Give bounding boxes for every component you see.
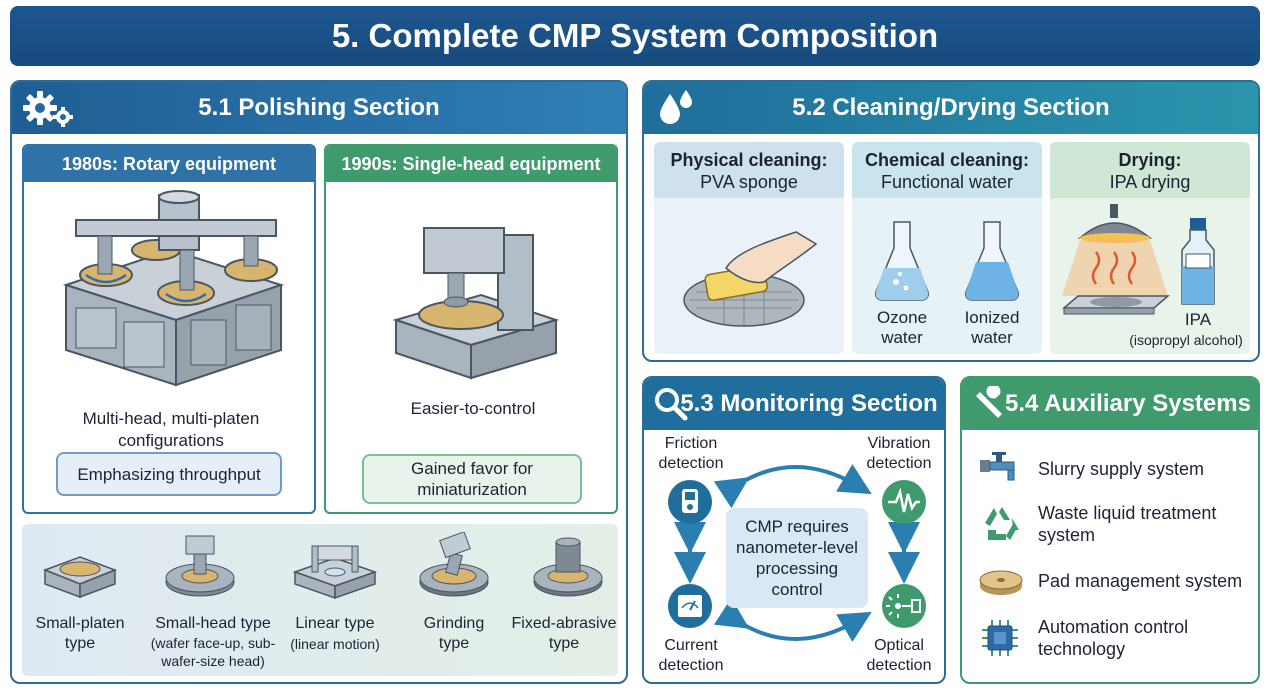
water-drops-icon (660, 90, 692, 124)
single-head-card: 1990s: Single-head equipment Easier-to-c… (324, 144, 618, 514)
cleaning-title: 5.2 Cleaning/Drying Section (792, 94, 1110, 121)
auxiliary-panel: 5.4 Auxiliary Systems Slurry supply syst… (960, 376, 1260, 684)
magnifier-icon (655, 388, 688, 421)
current-detection-label: Current detection (658, 637, 724, 674)
pva-sponge-illustration (683, 231, 818, 327)
polishing-header: 5.1 Polishing Section (12, 82, 626, 134)
linear-type-icon (292, 545, 378, 600)
small-platen-icon (42, 556, 118, 599)
optical-detection-label: Optical detection (866, 637, 932, 674)
ionized-water-label: Ionized water (964, 308, 1020, 347)
chip-icon (982, 620, 1018, 656)
page-title: 5. Complete CMP System Composition (10, 6, 1260, 66)
monitoring-title: 5.3 Monitoring Section (680, 390, 938, 417)
physical-cleaning-card: Physical cleaning: PVA sponge (654, 142, 844, 354)
vibration-detection-label: Vibration detection (866, 435, 932, 472)
single-head-machine-illustration (392, 227, 560, 380)
chemical-cleaning-title: Chemical cleaning: (864, 150, 1030, 170)
ozone-flask-icon (874, 221, 930, 301)
polishing-panel: 5.1 Polishing Section 1980s: Rotary equi… (10, 80, 628, 684)
ipa-label: IPA (1184, 310, 1212, 329)
drying-subtitle: IPA drying (1109, 172, 1191, 192)
physical-cleaning-subtitle: PVA sponge (700, 172, 798, 192)
monitoring-header: 5.3 Monitoring Section (644, 378, 944, 430)
aux-item-pad: Pad management system (1038, 571, 1243, 591)
small-head-icon (165, 535, 235, 597)
small-head-label: Small-head type (wafer face-up, sub-wafe… (150, 615, 276, 669)
current-meter-icon (668, 584, 712, 628)
aux-item-waste: Waste liquid treatment system (1038, 503, 1217, 545)
drying-card: Drying: IPA drying IPA (isopropyl alcoho… (1050, 142, 1250, 354)
rotary-callout: Emphasizing throughput (56, 452, 282, 496)
ipa-sub-label: (isopropyl alcohol) (1129, 332, 1243, 348)
linear-type-label: Linear type (linear motion) (290, 615, 380, 652)
rotary-header: 1980s: Rotary equipment (24, 146, 314, 182)
vibration-sensor-icon (882, 480, 926, 524)
polishing-types-strip: Small-platen type Small-head type (wafer… (22, 524, 618, 676)
physical-cleaning-title: Physical cleaning: (670, 150, 828, 170)
gears-icon (23, 91, 73, 127)
chemical-cleaning-subtitle: Functional water (880, 172, 1014, 192)
small-platen-label: Small-platen type (35, 615, 125, 652)
fixed-abrasive-label: Fixed-abrasive type (511, 615, 617, 652)
friction-detection-label: Friction detection (658, 435, 724, 472)
fixed-abrasive-icon (533, 537, 603, 597)
aux-item-slurry: Slurry supply system (1038, 459, 1205, 479)
rotary-card: 1980s: Rotary equipment Multi-head, mult… (22, 144, 316, 514)
polishing-title: 5.1 Polishing Section (198, 94, 440, 121)
cleaning-panel: 5.2 Cleaning/Drying Section Physical cle… (642, 80, 1260, 362)
friction-sensor-icon (668, 480, 712, 524)
heat-lamp-illustration (1061, 204, 1171, 315)
monitoring-center-box: CMP requires nanometer-level processing … (726, 508, 868, 608)
tools-icon (976, 386, 1002, 418)
aux-item-automation: Automation control technology (1038, 617, 1189, 659)
ipa-bottle-icon (1181, 218, 1215, 305)
grinding-type-label: Grinding type (423, 615, 485, 652)
single-head-callout: Gained favor for miniaturization (362, 454, 582, 504)
auxiliary-title: 5.4 Auxiliary Systems (1005, 390, 1251, 417)
recycle-icon (985, 507, 1019, 540)
monitoring-panel: 5.3 Monitoring Section Friction detectio… (642, 376, 946, 684)
optical-sensor-icon (882, 584, 926, 628)
chemical-cleaning-card: Chemical cleaning: Functional water Ozon… (852, 142, 1042, 354)
rotary-machine-illustration (62, 190, 285, 387)
rotary-caption: Multi-head, multi-platen configurations (82, 409, 260, 450)
monitoring-cycle-arrows (674, 464, 920, 642)
auxiliary-header: 5.4 Auxiliary Systems (962, 378, 1258, 430)
grinding-type-icon (419, 532, 489, 597)
ionized-flask-icon (964, 221, 1020, 301)
faucet-icon (980, 452, 1015, 481)
single-head-caption-visible: Easier-to-control (410, 399, 536, 418)
pad-icon (979, 570, 1023, 595)
cleaning-header: 5.2 Cleaning/Drying Section (644, 82, 1258, 134)
ozone-water-label: Ozone water (876, 308, 928, 347)
single-head-header: 1990s: Single-head equipment (326, 146, 616, 182)
drying-title: Drying: (1118, 150, 1182, 170)
